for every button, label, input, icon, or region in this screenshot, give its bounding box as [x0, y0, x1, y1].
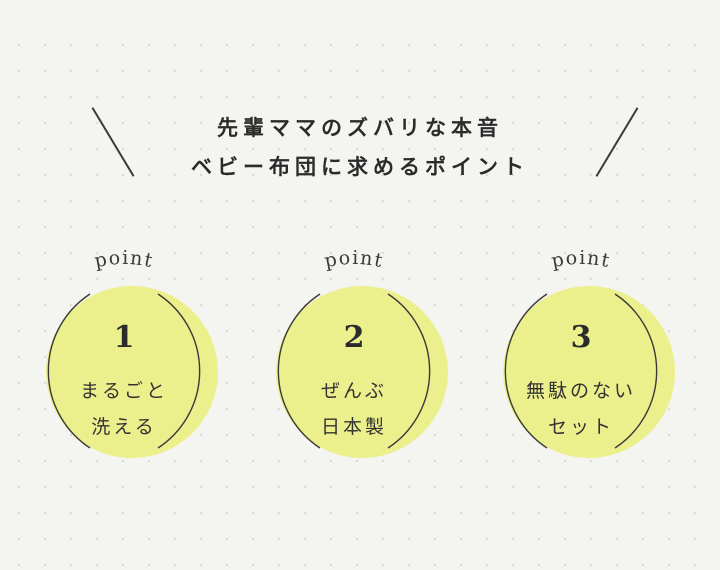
point-number-2: 2: [343, 320, 365, 355]
point-label-2-line-1: ぜんぶ: [320, 380, 387, 402]
point-card-1: point 1 まるごと 洗える: [24, 240, 224, 485]
circle-arc-right-3: [614, 293, 658, 449]
right-slash-decoration: [595, 107, 639, 177]
circle-fill-2: [276, 286, 448, 458]
point-circle-2: point: [276, 247, 448, 458]
circle-arc-right-2: [387, 293, 431, 449]
circle-arc-right-1: [157, 293, 201, 449]
headline-line-1: 先輩ママのズバリな本音: [217, 115, 503, 140]
circle-arc-left-2: [277, 293, 321, 449]
point-circle-3: point: [503, 247, 675, 458]
point-card-3: point 3 無駄のない セット: [481, 240, 681, 485]
point-number-3: 3: [570, 320, 592, 355]
headline-line-2: ベビー布団に求めるポイント: [191, 154, 529, 179]
circle-arc-left-1: [47, 293, 91, 449]
point-card-2: point 2 ぜんぶ 日本製: [254, 240, 454, 485]
circle-fill-3: [503, 286, 675, 458]
point-label-1-line-2: 洗える: [91, 416, 157, 438]
point-tag-2: point: [323, 247, 386, 272]
circle-arc-left-3: [504, 293, 548, 449]
point-number-1: 1: [113, 320, 135, 355]
point-circle-1: point: [46, 247, 218, 458]
top-band: [0, 0, 720, 20]
point-tag-1: point: [93, 247, 156, 272]
point-label-2-line-2: 日本製: [320, 416, 387, 438]
point-tag-3: point: [550, 247, 613, 272]
point-label-3-line-1: 無駄のない: [525, 380, 636, 402]
point-label-1-line-1: まるごと: [79, 380, 168, 402]
left-slash-decoration: [91, 107, 135, 177]
circle-fill-1: [46, 286, 218, 458]
point-label-3-line-2: セット: [547, 416, 614, 438]
